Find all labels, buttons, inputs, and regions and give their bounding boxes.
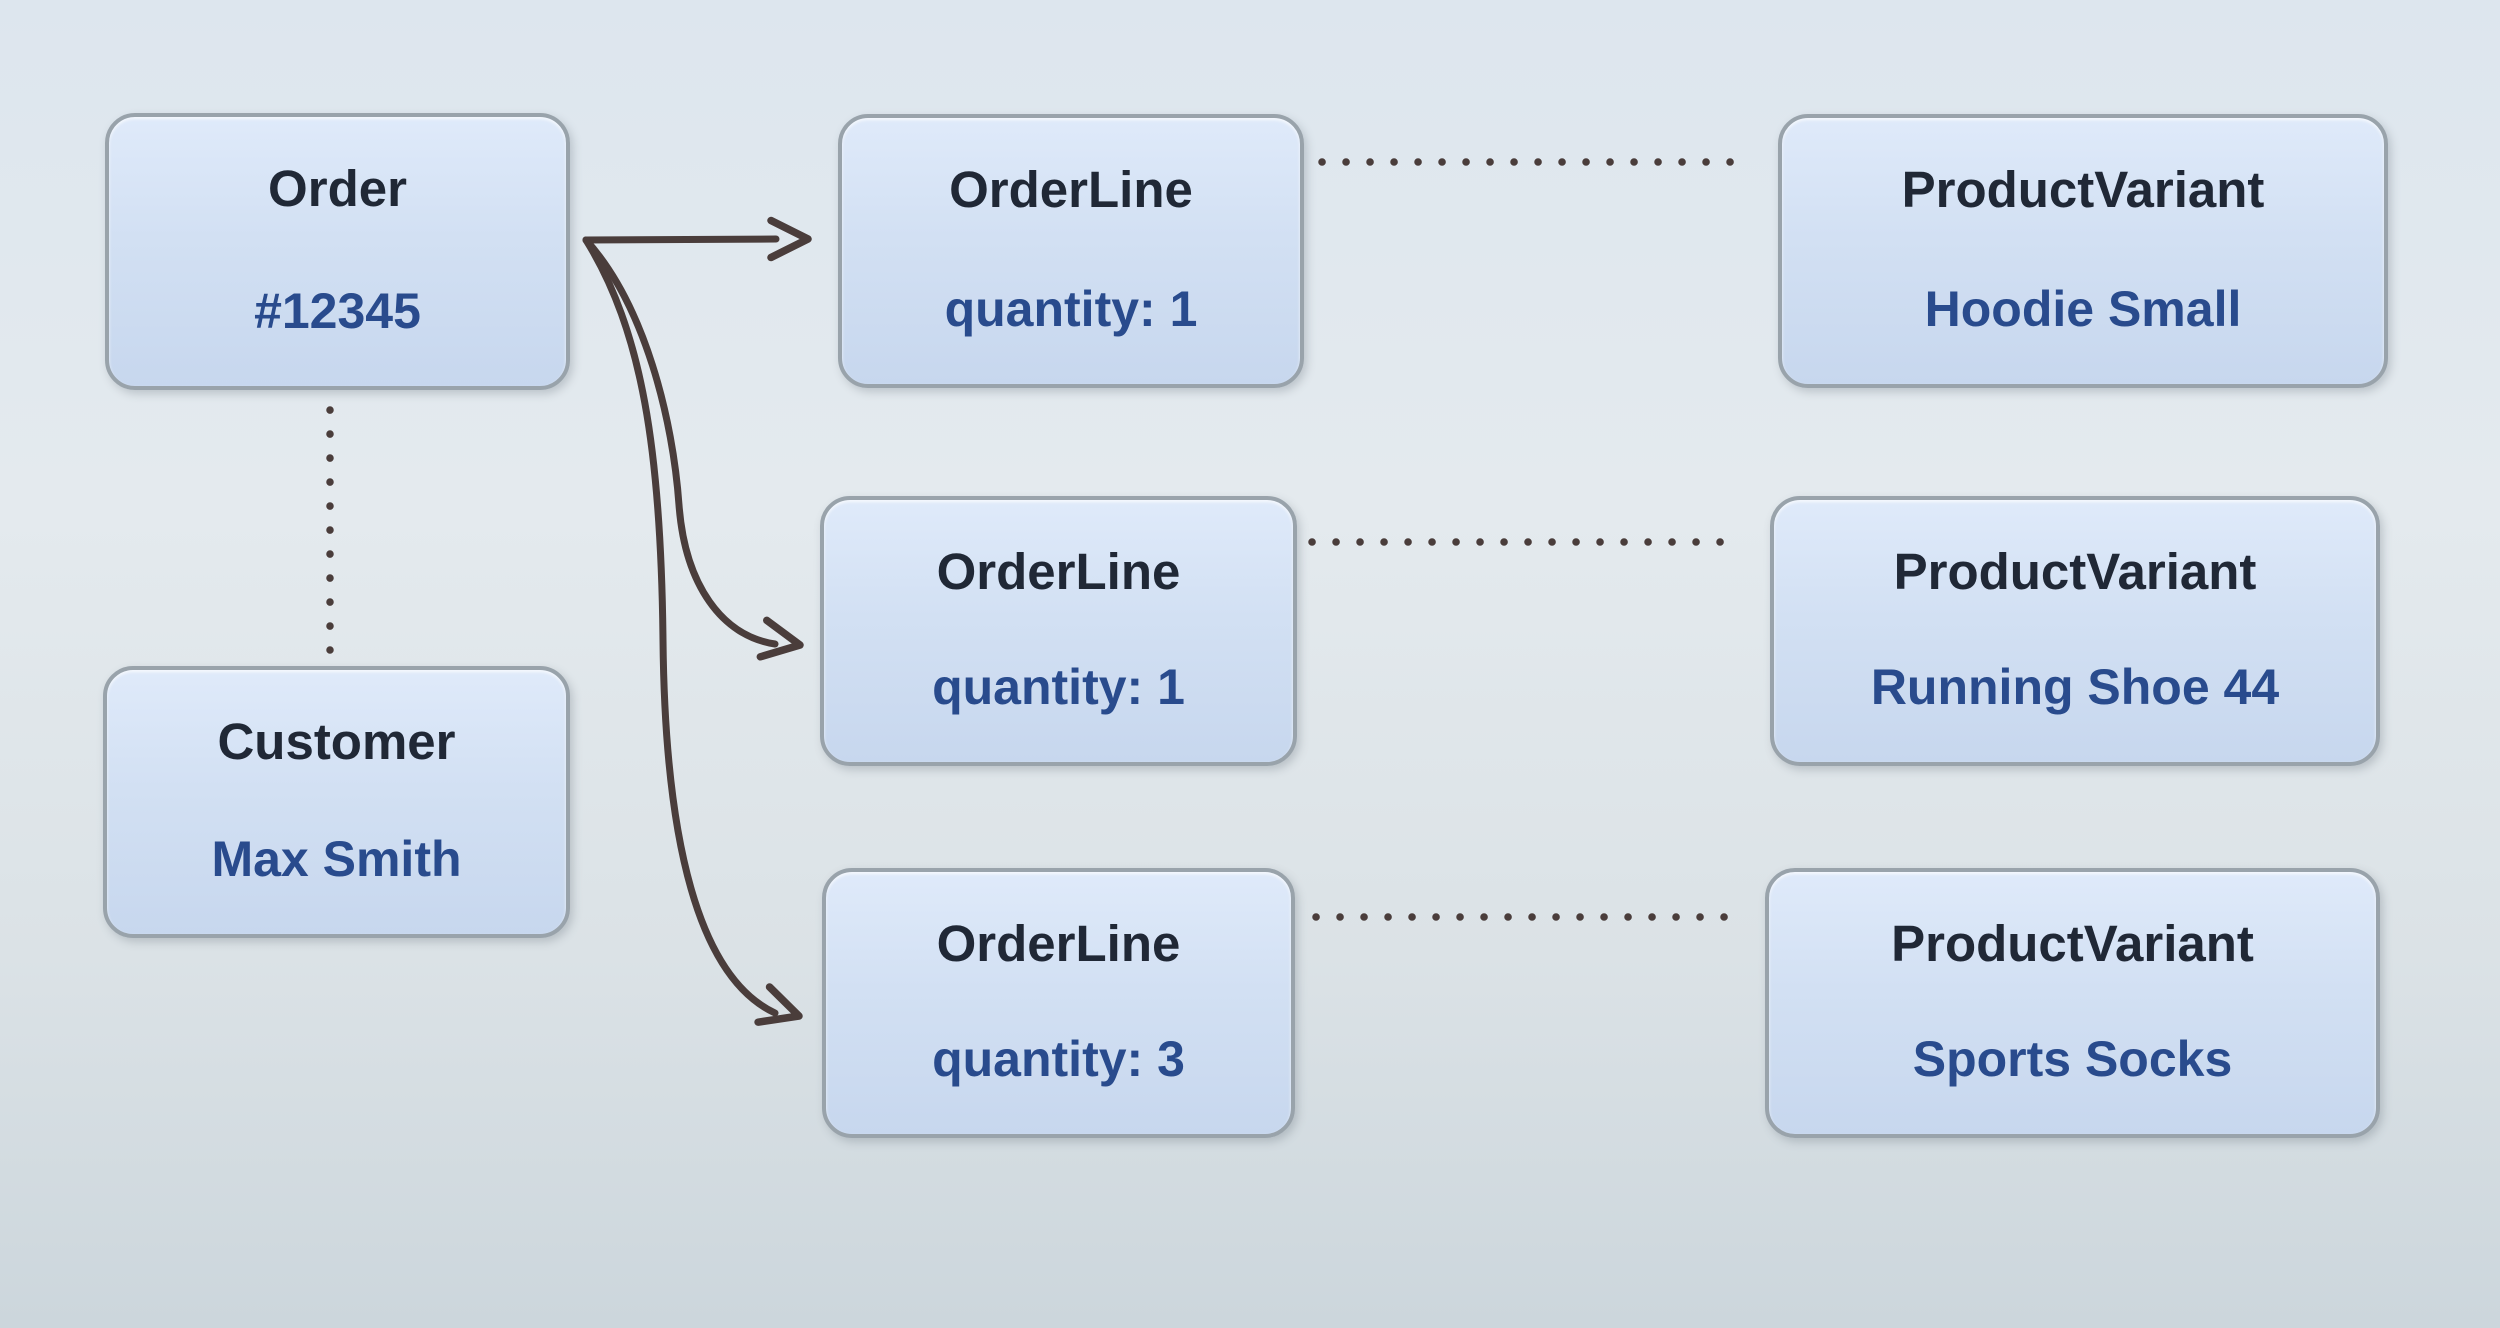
node-customer-title: Customer xyxy=(217,713,456,770)
node-productvariant1-title: ProductVariant xyxy=(1901,161,2265,218)
node-orderline2-value: quantity: 1 xyxy=(932,659,1185,715)
arrowhead-icon xyxy=(767,216,812,262)
node-order: Order #12345 xyxy=(105,113,570,390)
arrowhead-icon xyxy=(756,616,804,661)
node-productvariant1-value: Hoodie Small xyxy=(1924,281,2242,337)
node-orderline1-title: OrderLine xyxy=(949,161,1193,218)
node-orderline3-value: quantity: 3 xyxy=(932,1031,1185,1087)
node-customer-value: Max Smith xyxy=(211,831,462,887)
node-orderline1-value: quantity: 1 xyxy=(944,281,1198,337)
connector-order-orderline1-arrow xyxy=(582,216,812,262)
connector-order-orderline3-arrow xyxy=(582,236,803,1026)
node-orderline3-title: OrderLine xyxy=(936,915,1181,972)
node-productvariant1: ProductVariant Hoodie Small xyxy=(1778,114,2388,388)
node-productvariant2-value: Running Shoe 44 xyxy=(1870,659,2280,715)
node-customer: Customer Max Smith xyxy=(103,666,570,938)
node-productvariant3-value: Sports Socks xyxy=(1912,1031,2233,1087)
node-order-title: Order xyxy=(268,160,407,217)
arrowhead-icon xyxy=(754,983,803,1026)
node-orderline1: OrderLine quantity: 1 xyxy=(838,114,1304,388)
node-orderline2-title: OrderLine xyxy=(936,543,1181,600)
node-productvariant3-title: ProductVariant xyxy=(1891,915,2254,972)
node-productvariant2: ProductVariant Running Shoe 44 xyxy=(1770,496,2380,766)
node-orderline2: OrderLine quantity: 1 xyxy=(820,496,1297,766)
node-productvariant3: ProductVariant Sports Socks xyxy=(1765,868,2380,1138)
node-order-value: #12345 xyxy=(254,283,421,339)
node-orderline3: OrderLine quantity: 3 xyxy=(822,868,1295,1138)
connector-order-orderline2-arrow xyxy=(582,236,804,661)
node-productvariant2-title: ProductVariant xyxy=(1893,543,2257,600)
